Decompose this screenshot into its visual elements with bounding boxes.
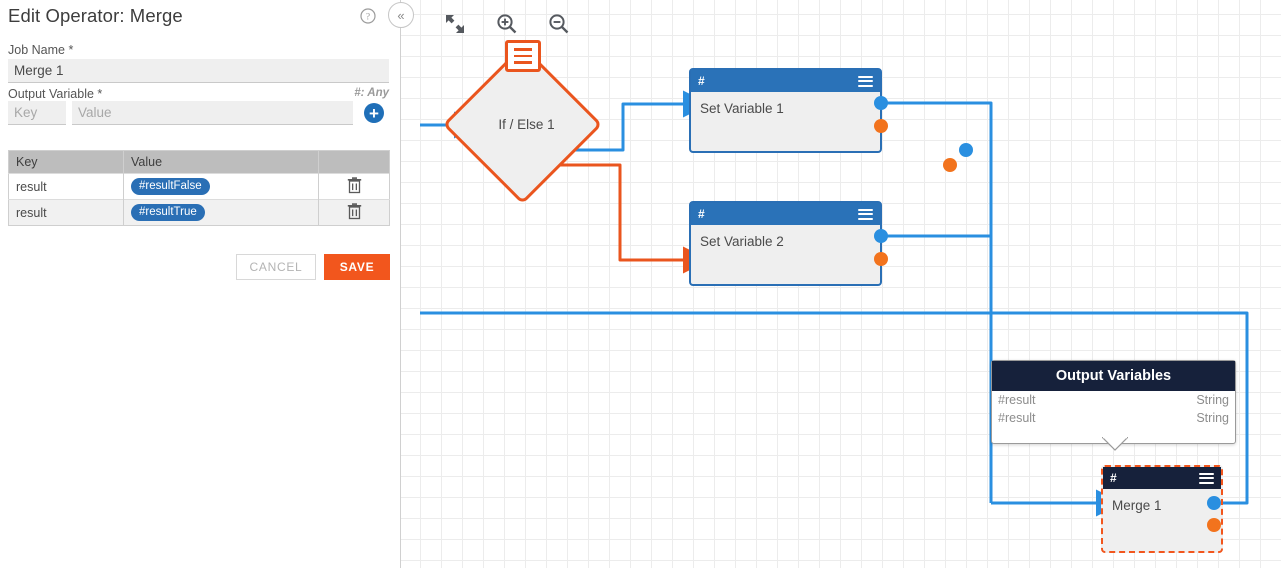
output-variables-tooltip: Output Variables #result String #result … (991, 360, 1236, 451)
menu-icon[interactable] (858, 73, 873, 89)
canvas-toolbar (443, 12, 571, 36)
column-header-key: Key (8, 150, 124, 174)
trash-icon[interactable] (347, 202, 362, 223)
port-output-false[interactable] (943, 158, 957, 172)
zoom-in-icon[interactable] (495, 12, 519, 36)
output-key-input[interactable] (8, 101, 66, 125)
node-header[interactable]: # (691, 70, 880, 92)
node-label: Set Variable 2 (700, 234, 784, 249)
port-error-setvar2[interactable] (874, 252, 888, 266)
node-set-variable-2[interactable]: # Set Variable 2 (689, 201, 882, 286)
menu-icon[interactable] (858, 206, 873, 222)
cell-key: result (8, 173, 124, 200)
port-error-merge[interactable] (1207, 518, 1221, 532)
cancel-button[interactable]: CANCEL (236, 254, 316, 280)
node-label: Set Variable 1 (700, 101, 784, 116)
wire-setvar1-to-merge (881, 101, 993, 503)
node-label: Merge 1 (1112, 498, 1162, 513)
job-name-input[interactable] (8, 59, 389, 83)
port-error-setvar1[interactable] (874, 119, 888, 133)
column-header-actions (318, 150, 390, 174)
node-header-hash: # (1110, 471, 1117, 485)
node-header[interactable]: # (1103, 467, 1221, 489)
node-header-hash: # (698, 207, 705, 221)
variable-badge: #resultFalse (131, 178, 210, 195)
output-type-hint: #: Any (354, 87, 389, 99)
node-merge-1[interactable]: # Merge 1 (1101, 465, 1223, 553)
workflow-canvas[interactable]: If / Else 1 # Set Variable 1 # Set Varia… (401, 0, 1281, 568)
plus-icon: + (369, 103, 379, 123)
add-output-variable-button[interactable]: + (364, 103, 384, 123)
node-if-else-1[interactable]: If / Else 1 (442, 40, 603, 205)
variable-badge: #resultTrue (131, 204, 205, 221)
cell-value: #resultFalse (123, 173, 319, 200)
tooltip-pointer-icon (1102, 437, 1128, 451)
wire-ifelse-to-setvar1 (566, 90, 710, 152)
svg-text:?: ? (366, 13, 370, 23)
output-value-input[interactable] (72, 101, 353, 125)
wire-ifelse-to-setvar2 (550, 163, 710, 274)
node-label: If / Else 1 (498, 117, 555, 132)
cell-key: result (8, 199, 124, 226)
port-output-setvar2[interactable] (874, 229, 888, 243)
cell-actions (318, 173, 390, 200)
output-variables-table: Key Value result #resultFalse (8, 150, 390, 226)
cell-actions (318, 199, 390, 226)
zoom-out-icon[interactable] (547, 12, 571, 36)
port-output-merge[interactable] (1207, 496, 1221, 510)
question-circle-icon[interactable]: ? (360, 8, 376, 24)
menu-icon[interactable] (505, 40, 541, 72)
node-header-hash: # (698, 74, 705, 88)
variable-name: #result (998, 411, 1036, 425)
port-output-setvar1[interactable] (874, 96, 888, 110)
port-output-true[interactable] (959, 143, 973, 157)
table-row: result #resultFalse (8, 173, 390, 200)
tooltip-row: #result String (992, 391, 1235, 409)
page-title: Edit Operator: Merge (8, 5, 183, 26)
tooltip-title: Output Variables (992, 361, 1235, 391)
tooltip-row: #result String (992, 409, 1235, 427)
node-set-variable-1[interactable]: # Set Variable 1 (689, 68, 882, 153)
menu-icon[interactable] (1199, 470, 1214, 486)
variable-type: String (1196, 411, 1229, 425)
cell-value: #resultTrue (123, 199, 319, 226)
edit-operator-panel: Edit Operator: Merge ? « Job Name * Outp… (0, 0, 414, 568)
variable-type: String (1196, 393, 1229, 407)
output-variable-label: Output Variable * (8, 87, 103, 101)
trash-icon[interactable] (347, 176, 362, 197)
panel-divider (400, 0, 401, 568)
fit-to-screen-icon[interactable] (443, 12, 467, 36)
variable-name: #result (998, 393, 1036, 407)
collapse-panel-button[interactable]: « (388, 2, 414, 28)
table-row: result #resultTrue (8, 199, 390, 226)
table-header-row: Key Value (8, 150, 390, 174)
column-header-value: Value (123, 150, 319, 174)
save-button[interactable]: SAVE (324, 254, 390, 280)
node-header[interactable]: # (691, 203, 880, 225)
chevron-double-left-icon: « (397, 7, 405, 23)
job-name-label: Job Name * (8, 43, 74, 57)
